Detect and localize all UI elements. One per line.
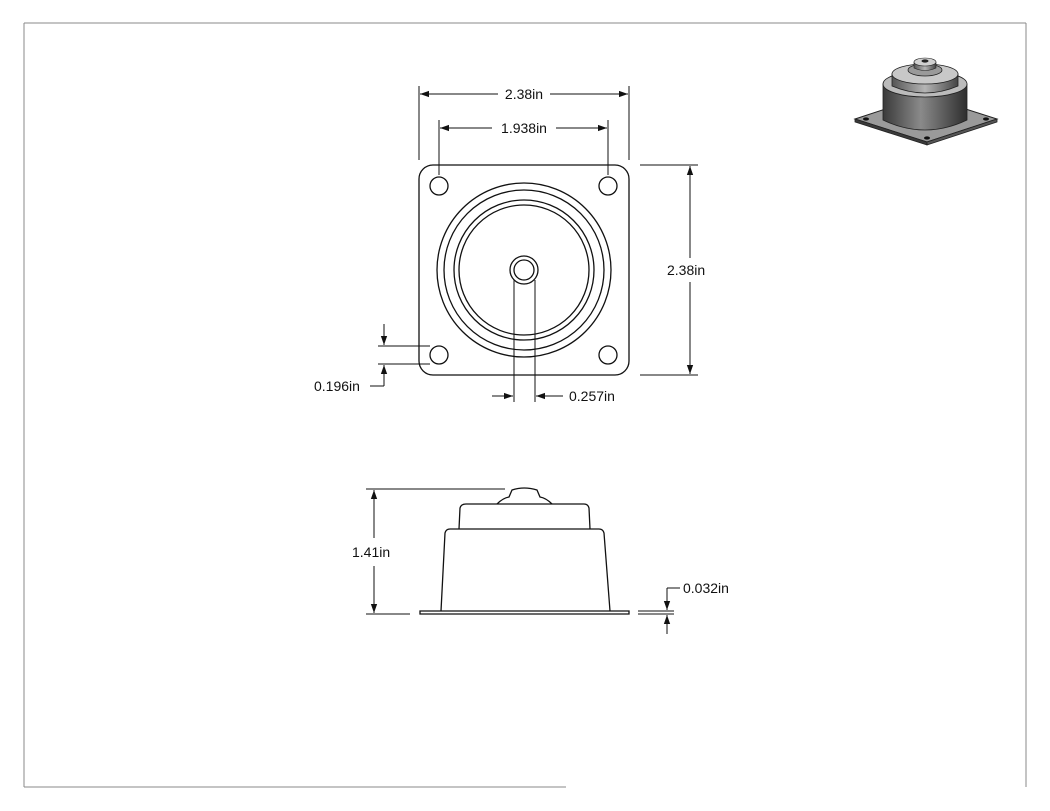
cap-profile — [458, 503, 591, 530]
dim-side-height: 1.41in — [352, 488, 505, 615]
boss-profile — [496, 487, 553, 505]
boss-outer-circle — [509, 255, 539, 285]
body-step-circle — [443, 189, 605, 351]
body-profile — [440, 528, 611, 612]
dim-overall-width: 2.38in — [418, 86, 630, 160]
mount-hole-top-left — [429, 176, 449, 196]
center-bore-circle — [513, 259, 535, 281]
body-outer-circle — [436, 182, 612, 358]
hole-diameter-label: 0.196in — [314, 378, 360, 394]
mount-hole-top-right — [598, 176, 618, 196]
mount-hole-bottom-right — [598, 345, 618, 365]
dim-center-bore: 0.257in — [492, 280, 615, 404]
isometric-mount-render-icon — [853, 57, 999, 146]
hole-spacing-label: 1.938in — [501, 120, 547, 136]
flange-profile — [419, 610, 630, 615]
mount-hole-bottom-left — [429, 345, 449, 365]
dim-flange-thickness: 0.032in — [638, 580, 729, 634]
top-view — [418, 164, 630, 376]
dim-overall-height: 2.38in — [640, 164, 705, 376]
dim-hole-diameter: 0.196in — [314, 324, 430, 394]
dim-hole-spacing: 1.938in — [438, 120, 609, 175]
flange-outline — [418, 164, 630, 376]
cap-circle — [453, 199, 595, 341]
center-bore-label: 0.257in — [569, 388, 615, 404]
side-height-label: 1.41in — [352, 544, 390, 560]
overall-height-label: 2.38in — [667, 262, 705, 278]
overall-width-label: 2.38in — [505, 86, 543, 102]
cap-inner-circle — [458, 204, 590, 336]
flange-thickness-label: 0.032in — [683, 580, 729, 596]
sheet-frame — [23, 22, 1027, 788]
side-view — [419, 487, 630, 615]
